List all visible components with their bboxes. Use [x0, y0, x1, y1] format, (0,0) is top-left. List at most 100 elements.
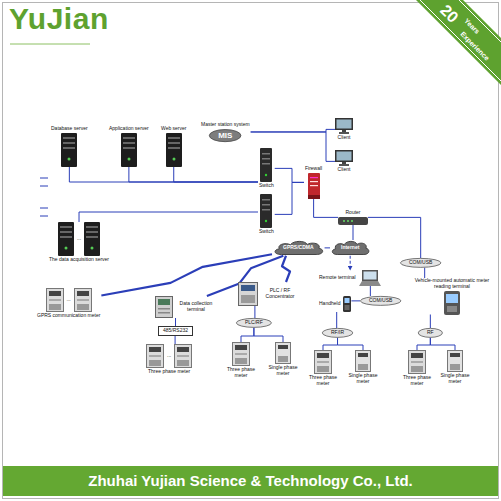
pda-icon-part	[444, 291, 460, 315]
footer-band	[3, 466, 498, 496]
node-label: RF	[426, 330, 435, 336]
dct-icon-part	[158, 299, 170, 305]
router-icon-part	[343, 220, 345, 222]
bus-stub	[40, 178, 48, 179]
cloud-shape	[332, 241, 369, 254]
switch-icon	[260, 194, 272, 228]
firewall-icon-part	[310, 185, 318, 186]
laptop-icon-part	[359, 270, 381, 286]
node-label: Client	[337, 135, 352, 141]
node-label: Web server	[160, 126, 187, 132]
switch-icon-part	[265, 220, 267, 222]
switch-icon-part	[262, 209, 270, 211]
dct-icon	[155, 296, 173, 318]
node-label: Switch	[258, 183, 275, 189]
network-link	[175, 336, 176, 344]
meter-icon	[146, 344, 164, 368]
meter-icon-part	[149, 347, 161, 352]
meter1-icon-part	[450, 353, 460, 357]
server-icon-part	[123, 137, 135, 139]
monitor-icon-part	[335, 118, 353, 134]
network-node: ...GPRS communication meter	[36, 288, 101, 319]
server-icon	[61, 133, 77, 167]
meter-icon-part	[49, 299, 61, 301]
dct-icon-part	[158, 308, 170, 310]
server-icon-part	[86, 226, 98, 228]
monitor-icon-part	[337, 120, 352, 129]
conc-icon-part	[238, 282, 258, 306]
network-link	[350, 256, 351, 270]
monitor-icon	[335, 118, 353, 134]
meter-icon-part	[46, 288, 64, 312]
ellipse-shape	[210, 129, 242, 141]
network-node: GPRS/CDMA	[272, 240, 325, 256]
network-node: Internet	[330, 240, 370, 256]
node-label: Data collection terminal	[175, 301, 217, 313]
link-ellipse: RF	[418, 328, 443, 338]
network-link	[275, 168, 304, 182]
laptop-icon	[359, 270, 381, 286]
firewall-icon-part	[310, 181, 318, 182]
ellipse-shape	[236, 318, 271, 327]
handheld-icon-part	[345, 305, 350, 310]
server-icon-part	[60, 226, 72, 228]
meter1-icon	[447, 350, 463, 372]
meter1-icon	[275, 342, 291, 364]
firewall-icon-part	[308, 173, 320, 199]
server-icon	[121, 133, 137, 167]
monitor-icon-part	[335, 150, 353, 162]
network-link	[417, 338, 430, 350]
pda-icon-part	[444, 291, 460, 315]
network-node: Master station systemMIS	[200, 122, 251, 142]
node-label: Application server	[108, 126, 150, 132]
firewall-icon-part	[310, 177, 318, 178]
meter-icon-part	[317, 361, 329, 363]
conc-icon-part	[241, 285, 255, 291]
network-node: Single phase meter	[436, 350, 474, 385]
network-node: Client	[335, 118, 353, 141]
bus-stub	[40, 186, 48, 187]
switch-icon-part	[262, 153, 270, 155]
server-icon-part	[166, 133, 182, 167]
node-label: GPRS communication meter	[36, 313, 101, 319]
server-icon-part	[168, 142, 180, 144]
network-node: Three phase meter	[398, 350, 436, 387]
meter1-icon-part	[278, 356, 288, 362]
network-node: 485/RS232	[158, 326, 193, 336]
ellipse-shape	[360, 296, 401, 305]
server-icon-part	[123, 142, 135, 144]
router-icon-part	[338, 217, 368, 225]
ellipse-shape	[322, 328, 352, 337]
frame-border	[3, 3, 499, 499]
conc-icon-part	[239, 283, 258, 306]
meter-icon-part	[77, 304, 89, 310]
node-label: COM/USB	[368, 298, 393, 304]
company-caption: Zhuhai Yujian Science & Technology Co., …	[3, 468, 498, 494]
server-icon-part	[60, 236, 72, 238]
meter-icon-part	[314, 350, 332, 374]
meter-icon-part	[147, 345, 164, 368]
network-node: COM/USB	[400, 258, 441, 268]
network-link	[325, 247, 330, 248]
firewall-icon-part	[308, 173, 320, 199]
server-icon-part	[172, 157, 175, 160]
link-ellipse: RF/IR	[322, 328, 353, 338]
dct-icon-part	[155, 296, 173, 318]
network-link	[69, 167, 258, 182]
server-icon-part	[86, 236, 98, 238]
network-node: Router	[338, 210, 368, 225]
node-row: ...	[46, 288, 92, 312]
ribbon-edge	[420, 0, 501, 81]
handheld-icon	[343, 296, 351, 312]
router-icon	[338, 217, 368, 225]
server-icon-part	[168, 147, 180, 149]
node-label: PLC / RF Concentrator	[260, 288, 300, 300]
node-label: RF/IR	[330, 330, 345, 336]
node-label: Client	[337, 167, 352, 173]
network-node: Single phase meter	[344, 350, 382, 385]
meter-icon-part	[175, 345, 192, 368]
network-link	[430, 315, 431, 329]
server-icon	[58, 222, 74, 256]
node-label: Single phase meter	[436, 373, 474, 385]
